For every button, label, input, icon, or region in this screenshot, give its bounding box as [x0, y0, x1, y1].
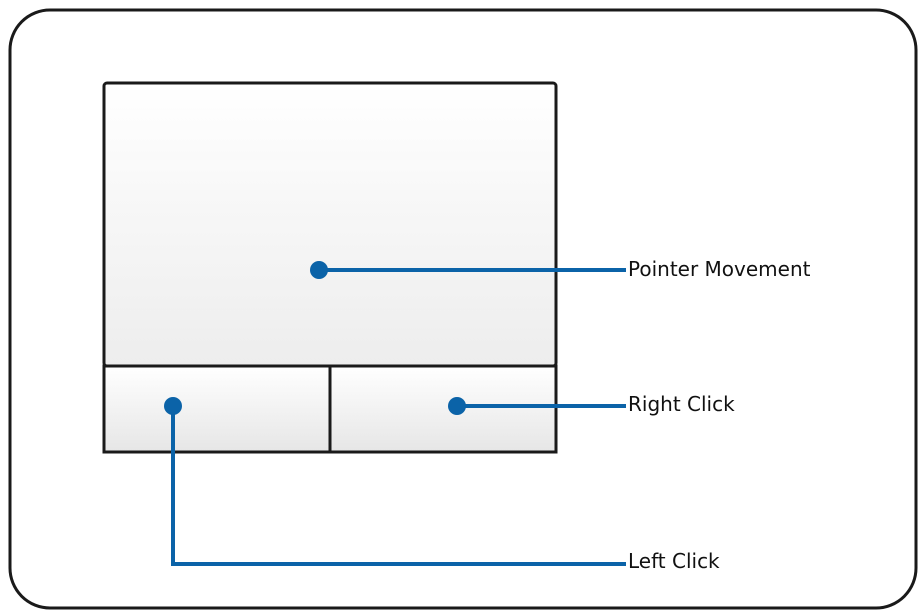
left-click-label: Left Click [628, 549, 720, 573]
left-button-area [102, 364, 332, 454]
pointer-movement-label: Pointer Movement [628, 257, 811, 281]
right-button-area [328, 364, 558, 454]
right-click-dot [448, 397, 466, 415]
left-click-dot [164, 397, 182, 415]
left-click-leader [171, 406, 626, 566]
touchpad-surface [102, 81, 558, 368]
right-click-label: Right Click [628, 392, 735, 416]
pointer-movement-dot [310, 261, 328, 279]
